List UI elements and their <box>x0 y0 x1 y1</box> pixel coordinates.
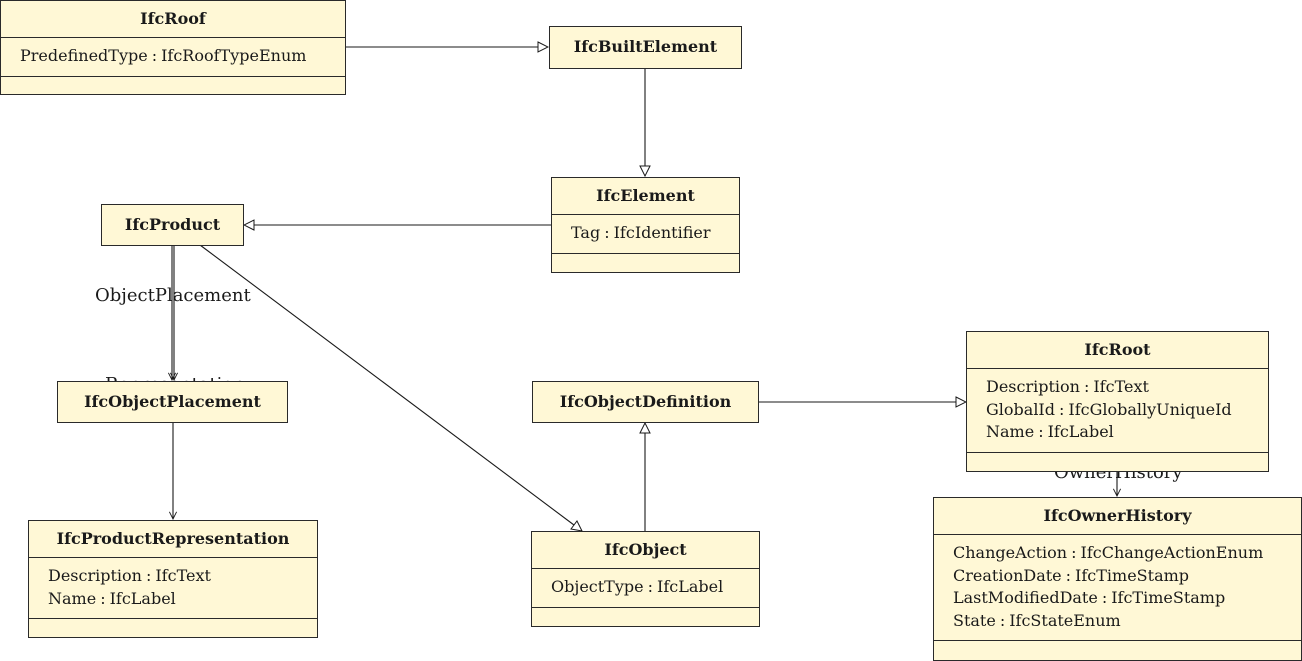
attribute: State:IfcStateEnum <box>953 610 1291 633</box>
attribute-name: Name <box>48 588 97 608</box>
attribute-separator: : <box>1101 588 1108 607</box>
class-name: IfcProductRepresentation <box>56 529 290 548</box>
attribute-type: IfcText <box>155 566 211 585</box>
class-ifc-element[interactable]: IfcElement Tag:IfcIdentifier <box>551 177 740 273</box>
attribute: Description:IfcText <box>48 565 307 588</box>
attribute: GlobalId:IfcGloballyUniqueId <box>986 399 1258 422</box>
attribute: CreationDate:IfcTimeStamp <box>953 565 1291 588</box>
attribute-separator: : <box>1065 565 1072 585</box>
class-ifc-roof[interactable]: IfcRoof PredefinedType:IfcRoofTypeEnum <box>0 0 346 95</box>
attribute-type: IfcStateEnum <box>1009 610 1121 630</box>
class-ifc-product[interactable]: IfcProduct <box>101 204 244 246</box>
attribute: ChangeAction:IfcChangeActionEnum <box>953 542 1291 565</box>
attribute-type: IfcLabel <box>657 577 724 596</box>
attribute: Description:IfcText <box>986 376 1258 399</box>
attribute-name: State <box>953 610 996 630</box>
generalization-product-to-object <box>199 244 582 531</box>
class-name: IfcProduct <box>124 215 221 234</box>
attribute: LastModifiedDate:IfcTimeStamp <box>953 587 1291 610</box>
class-name: IfcBuiltElement <box>573 37 718 56</box>
class-ifc-owner-history[interactable]: IfcOwnerHistory ChangeAction:IfcChangeAc… <box>933 497 1302 661</box>
attribute-name: Name <box>986 422 1035 441</box>
operation-compartment <box>552 252 739 271</box>
attribute-name: Tag <box>571 223 601 242</box>
attribute-separator: : <box>604 223 610 242</box>
operation-compartment <box>967 451 1268 470</box>
attribute-name: CreationDate <box>953 565 1062 585</box>
operation-compartment <box>1 75 345 94</box>
class-name: IfcRoof <box>140 9 206 28</box>
class-ifc-product-representation[interactable]: IfcProductRepresentation Description:Ifc… <box>28 520 318 638</box>
attribute: PredefinedType:IfcRoofTypeEnum <box>20 45 335 68</box>
attribute-type: IfcText <box>1093 377 1149 396</box>
attribute-type: IfcTimeStamp <box>1075 565 1190 585</box>
attribute-type: IfcChangeActionEnum <box>1080 543 1264 562</box>
class-name: IfcRoot <box>1084 340 1151 359</box>
attribute-list: Tag:IfcIdentifier <box>552 214 739 253</box>
attribute-name: Description <box>986 377 1080 396</box>
class-ifc-object[interactable]: IfcObject ObjectType:IfcLabel <box>531 531 760 627</box>
attribute-separator: : <box>1038 422 1044 441</box>
attribute-name: ObjectType <box>551 577 644 596</box>
attribute-separator: : <box>999 610 1006 630</box>
class-name: IfcElement <box>596 186 695 205</box>
operation-compartment <box>29 618 317 636</box>
attribute-list: ObjectType:IfcLabel <box>532 568 759 607</box>
class-ifc-root[interactable]: IfcRoot Description:IfcText GlobalId:Ifc… <box>966 331 1269 472</box>
class-name: IfcObject <box>604 540 687 559</box>
operation-compartment <box>934 640 1301 658</box>
attribute-list: Description:IfcText Name:IfcLabel <box>29 557 317 618</box>
attribute: Name:IfcLabel <box>48 588 307 611</box>
association-label-object-placement: ObjectPlacement <box>95 285 251 306</box>
attribute-type: IfcGloballyUniqueId <box>1068 399 1232 419</box>
attribute-name: LastModifiedDate <box>953 588 1098 607</box>
attribute-separator: : <box>100 588 106 608</box>
attribute-separator: : <box>151 46 158 65</box>
attribute-type: IfcRoofTypeEnum <box>161 46 307 65</box>
class-ifc-object-placement[interactable]: IfcObjectPlacement <box>57 381 288 423</box>
class-name: IfcObjectPlacement <box>84 392 261 411</box>
attribute-type: IfcLabel <box>1047 422 1114 441</box>
attribute-type: IfcIdentifier <box>613 223 711 242</box>
attribute-type: IfcLabel <box>109 588 176 608</box>
attribute: Name:IfcLabel <box>986 421 1258 444</box>
attribute-name: PredefinedType <box>20 46 148 65</box>
class-name: IfcObjectDefinition <box>559 392 732 411</box>
attribute-separator: : <box>1083 377 1090 396</box>
attribute-list: Description:IfcText GlobalId:IfcGlobally… <box>967 368 1268 452</box>
attribute-list: PredefinedType:IfcRoofTypeEnum <box>1 37 345 76</box>
attribute-separator: : <box>145 566 152 585</box>
attribute-separator: : <box>1059 399 1065 419</box>
attribute-separator: : <box>1071 543 1077 562</box>
attribute-name: ChangeAction <box>953 543 1068 562</box>
operation-compartment <box>532 606 759 625</box>
attribute-separator: : <box>647 577 653 596</box>
attribute-name: Description <box>48 566 142 585</box>
attribute-name: GlobalId <box>986 399 1055 419</box>
attribute: ObjectType:IfcLabel <box>551 576 749 599</box>
attribute: Tag:IfcIdentifier <box>571 222 729 245</box>
class-name: IfcOwnerHistory <box>1043 506 1192 525</box>
class-ifc-built-element[interactable]: IfcBuiltElement <box>549 26 742 69</box>
attribute-list: ChangeAction:IfcChangeActionEnum Creatio… <box>934 534 1301 640</box>
class-ifc-object-definition[interactable]: IfcObjectDefinition <box>532 381 759 423</box>
attribute-type: IfcTimeStamp <box>1111 588 1226 607</box>
